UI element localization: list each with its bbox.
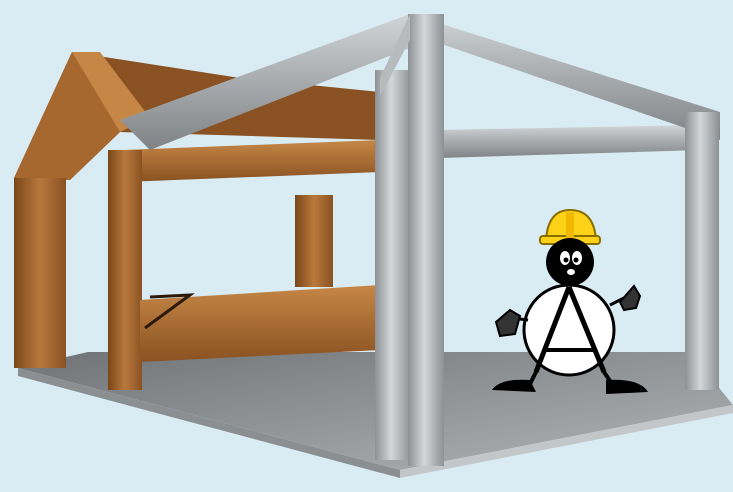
illustration-canvas (0, 0, 733, 492)
structure-illustration (0, 0, 733, 492)
